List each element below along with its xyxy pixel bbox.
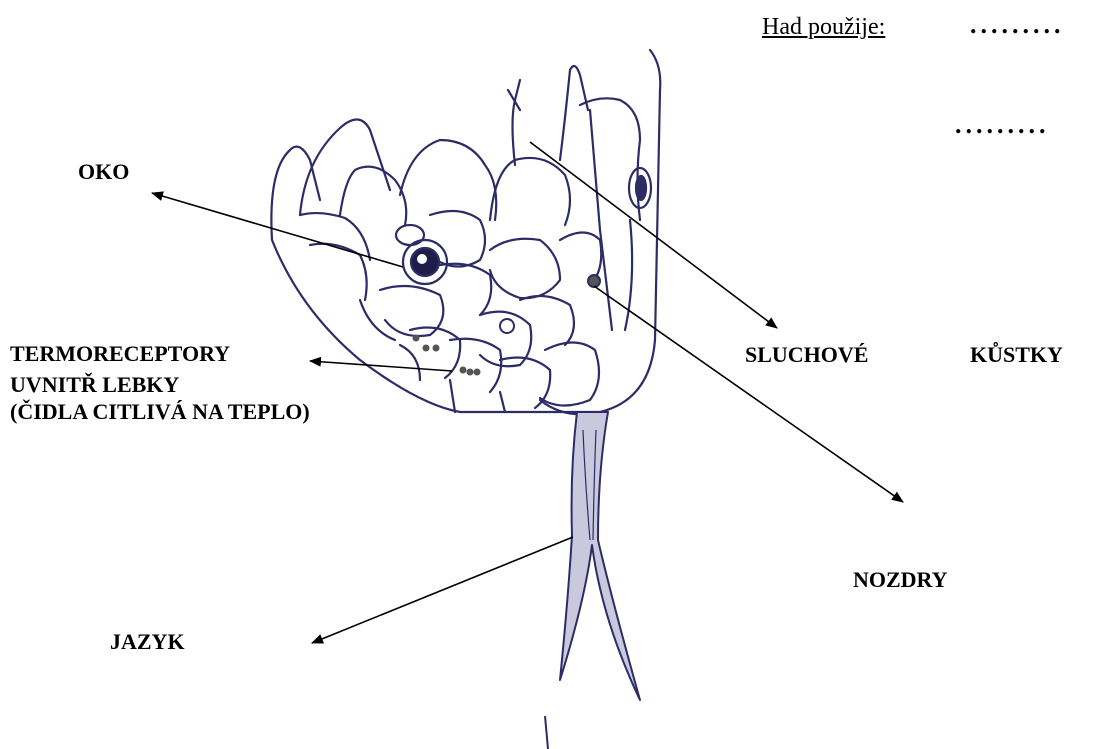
arrow-sluchove-kustky (530, 142, 777, 328)
label-oko: OKO (78, 158, 129, 185)
arrow-oko (152, 193, 403, 267)
side-eye-drawing (629, 168, 651, 208)
label-sluchove: SLUCHOVÉ (745, 341, 868, 368)
prompt-label: Had použije: (762, 14, 885, 41)
answer-blank-2: ......... (955, 110, 1050, 140)
label-termoreceptory-line3: (ČIDLA CITLIVÁ NA TEPLO) (10, 398, 310, 425)
label-termoreceptory-line1: TERMORECEPTORY (10, 340, 230, 367)
label-jazyk: JAZYK (110, 628, 185, 655)
eye-drawing (396, 225, 447, 284)
answer-blank-1: ......... (970, 10, 1065, 40)
bottom-stroke (545, 716, 548, 749)
pointer-arrows (152, 142, 903, 643)
arrow-nozdry (594, 286, 903, 502)
snake-head-outline (271, 50, 660, 414)
label-termoreceptory-line2: UVNITŘ LEBKY (10, 371, 179, 398)
label-nozdry: NOZDRY (853, 566, 948, 593)
arrow-termoreceptory (310, 361, 452, 371)
nostril-drawing (500, 275, 600, 333)
tongue-drawing (560, 412, 640, 700)
label-kustky: KŮSTKY (970, 341, 1063, 368)
arrow-jazyk (312, 537, 573, 643)
